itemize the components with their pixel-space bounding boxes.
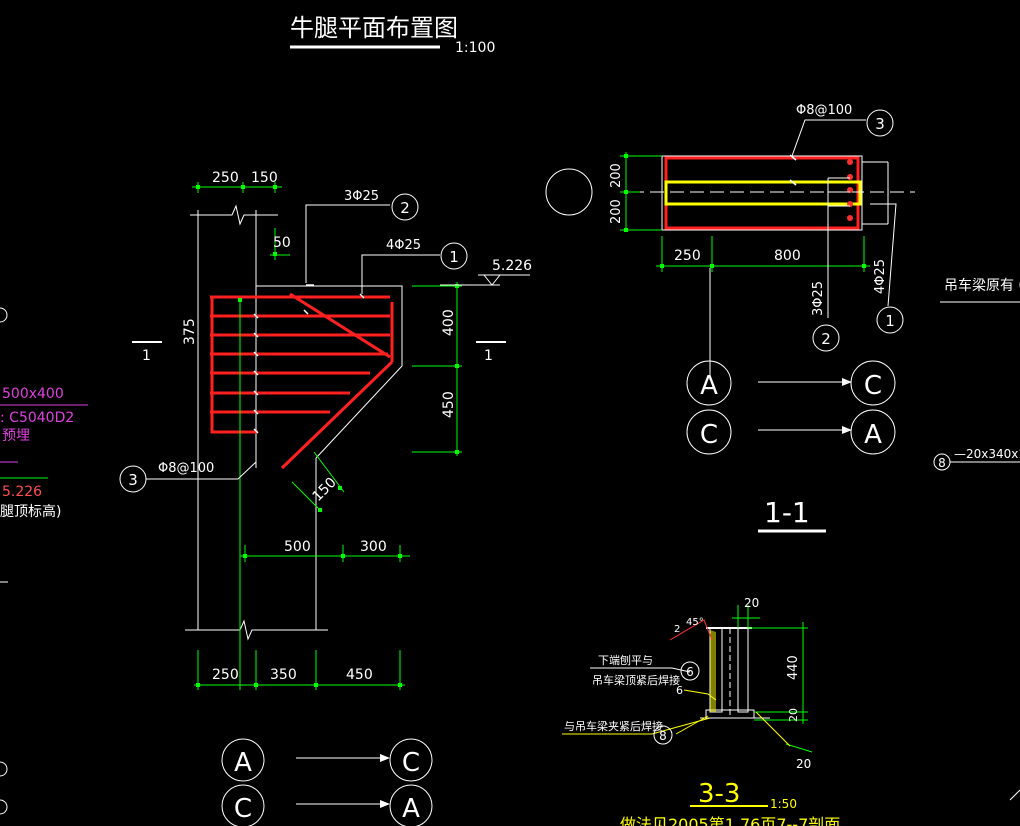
callout-8: 8 (659, 729, 667, 743)
dim-bottom-450: 450 (346, 667, 373, 683)
section-axis-to-a: A (864, 420, 882, 450)
section-dim-800: 800 (774, 248, 801, 264)
callout-1: 1 (449, 248, 459, 266)
section-3-3-reference: 做法见2005第1.76页7--7剖面 (620, 815, 840, 826)
section-3-3-scale: 1:50 (770, 797, 797, 811)
section-axis-from-c: C (700, 420, 718, 450)
dim-top-250: 250 (212, 170, 239, 186)
section-3-3: 20 440 20 20 45° 2 下端刨平与 吊车梁顶紧后焊接 6 6 与吊… (562, 596, 1020, 826)
rebar-label-1: 4Φ25 (386, 238, 421, 253)
rebar-label-2: 3Φ25 (344, 189, 379, 204)
weld-6: 6 (676, 684, 683, 697)
section-1-1: Φ8@100 3 200 200 250 800 3Φ25 4Φ25 2 1 (545, 103, 915, 533)
section-mark-left: 1 (142, 348, 151, 364)
callout-6: 6 (686, 665, 694, 679)
section-rebar-2: 3Φ25 (811, 281, 826, 316)
section-dim-200-bottom: 200 (609, 199, 624, 224)
section-callout-2: 2 (821, 330, 831, 348)
axis-from-c: C (234, 794, 252, 824)
right-edge-note: 吊车梁原有 6 (944, 277, 1020, 294)
section-axis-from-a: A (700, 371, 718, 401)
left-edge-annotations: 500x400 : C5040D2 预埋 5.226 腿顶标高) (0, 307, 88, 815)
left-edge-elev: 5.226 (2, 484, 42, 500)
dim-bottom-250: 250 (212, 667, 239, 683)
section-3-3-dim-440: 440 (786, 655, 801, 680)
dim-bottom-350: 350 (270, 667, 297, 683)
note-top-line-1: 下端刨平与 (598, 653, 653, 667)
left-edge-elev-note: 腿顶标高) (0, 503, 61, 520)
left-edge-note: 预埋 (2, 428, 30, 444)
left-edge-code: : C5040D2 (0, 410, 74, 426)
corbel-elevation: 250 150 50 375 400 450 150 500 300 250 3… (119, 170, 532, 826)
drawing-scale: 1:100 (455, 40, 495, 56)
dim-400: 400 (441, 309, 457, 336)
callout-3: 3 (128, 471, 138, 489)
axis-to-c: C (402, 748, 420, 778)
weld-size: 2 (674, 624, 680, 635)
note-bottom: 与吊车梁夹紧后焊接 (564, 719, 663, 733)
stirrup-label: Φ8@100 (158, 461, 214, 476)
section-mark-right: 1 (484, 348, 493, 364)
callout-2: 2 (400, 199, 410, 217)
right-edge-annotations: 吊车梁原有 6 8 —20x340x18 (933, 277, 1020, 471)
plate-callout-number: 8 (938, 456, 946, 470)
drawing-title: 牛腿平面布置图 (290, 14, 458, 42)
dim-top-150: 150 (251, 170, 278, 186)
elevation-label: 5.226 (492, 258, 532, 274)
note-top-line-2: 吊车梁顶紧后焊接 (592, 673, 680, 687)
section-rebar-1: 4Φ25 (873, 259, 888, 294)
section-3-3-dim-20-top: 20 (744, 596, 759, 610)
weld-angle: 45° (686, 617, 704, 628)
section-axis-to-c: C (864, 371, 882, 401)
section-1-1-title: 1-1 (764, 496, 810, 529)
dim-150-diagonal: 150 (310, 475, 340, 505)
dim-375: 375 (182, 318, 198, 345)
axis-from-a: A (234, 748, 252, 778)
section-dim-250: 250 (674, 248, 701, 264)
dim-300: 300 (360, 539, 387, 555)
section-dim-200-top: 200 (609, 163, 624, 188)
section-callout-1: 1 (885, 312, 895, 330)
axis-to-a: A (402, 794, 420, 824)
section-3-3-dim-20-bottom: 20 (796, 757, 811, 771)
plate-spec: —20x340x18 (954, 447, 1020, 461)
section-callout-3: 3 (875, 115, 885, 133)
section-stirrup-label: Φ8@100 (796, 103, 852, 118)
section-3-3-title: 3-3 (698, 779, 740, 809)
dim-50: 50 (273, 235, 291, 251)
dim-450: 450 (441, 391, 457, 418)
section-3-3-dim-20-mid: 20 (787, 708, 800, 722)
left-edge-dim: 500x400 (2, 386, 64, 402)
dim-500: 500 (284, 539, 311, 555)
